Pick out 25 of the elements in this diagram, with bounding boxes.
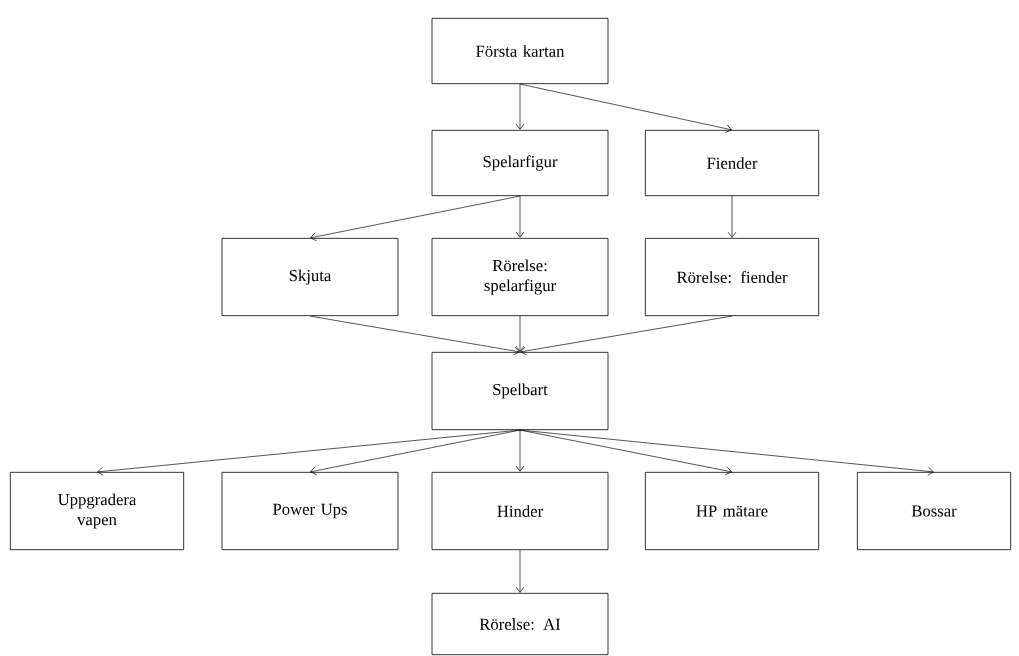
process-box: Spelbart — [431, 351, 609, 431]
arrow — [515, 195, 525, 238]
arrow — [515, 83, 525, 130]
arrow — [519, 83, 732, 133]
arrow — [515, 315, 525, 352]
process-box: Uppgradera vapen — [9, 471, 185, 551]
arrow — [310, 195, 521, 242]
arrow — [515, 549, 525, 593]
process-box: Bossar — [856, 471, 1012, 551]
process-box: Hinder — [431, 471, 609, 551]
process-box: Rörelse: AI — [431, 592, 609, 656]
arrow — [520, 315, 733, 356]
process-box: Skjuta — [221, 237, 399, 317]
process-box: Rörelse: fiender — [644, 237, 820, 317]
arrow — [519, 429, 934, 476]
arrow — [309, 315, 520, 356]
arrow — [310, 429, 521, 476]
process-box: Rörelse: spelarfigur — [431, 237, 609, 317]
arrow — [727, 195, 737, 238]
process-box: Första kartan — [431, 17, 609, 85]
process-box: Spelarfigur — [431, 129, 609, 197]
arrow — [515, 429, 525, 472]
process-box: HP mätare — [644, 471, 820, 551]
process-box: Power Ups — [221, 471, 399, 551]
process-box: Fiender — [644, 129, 820, 197]
